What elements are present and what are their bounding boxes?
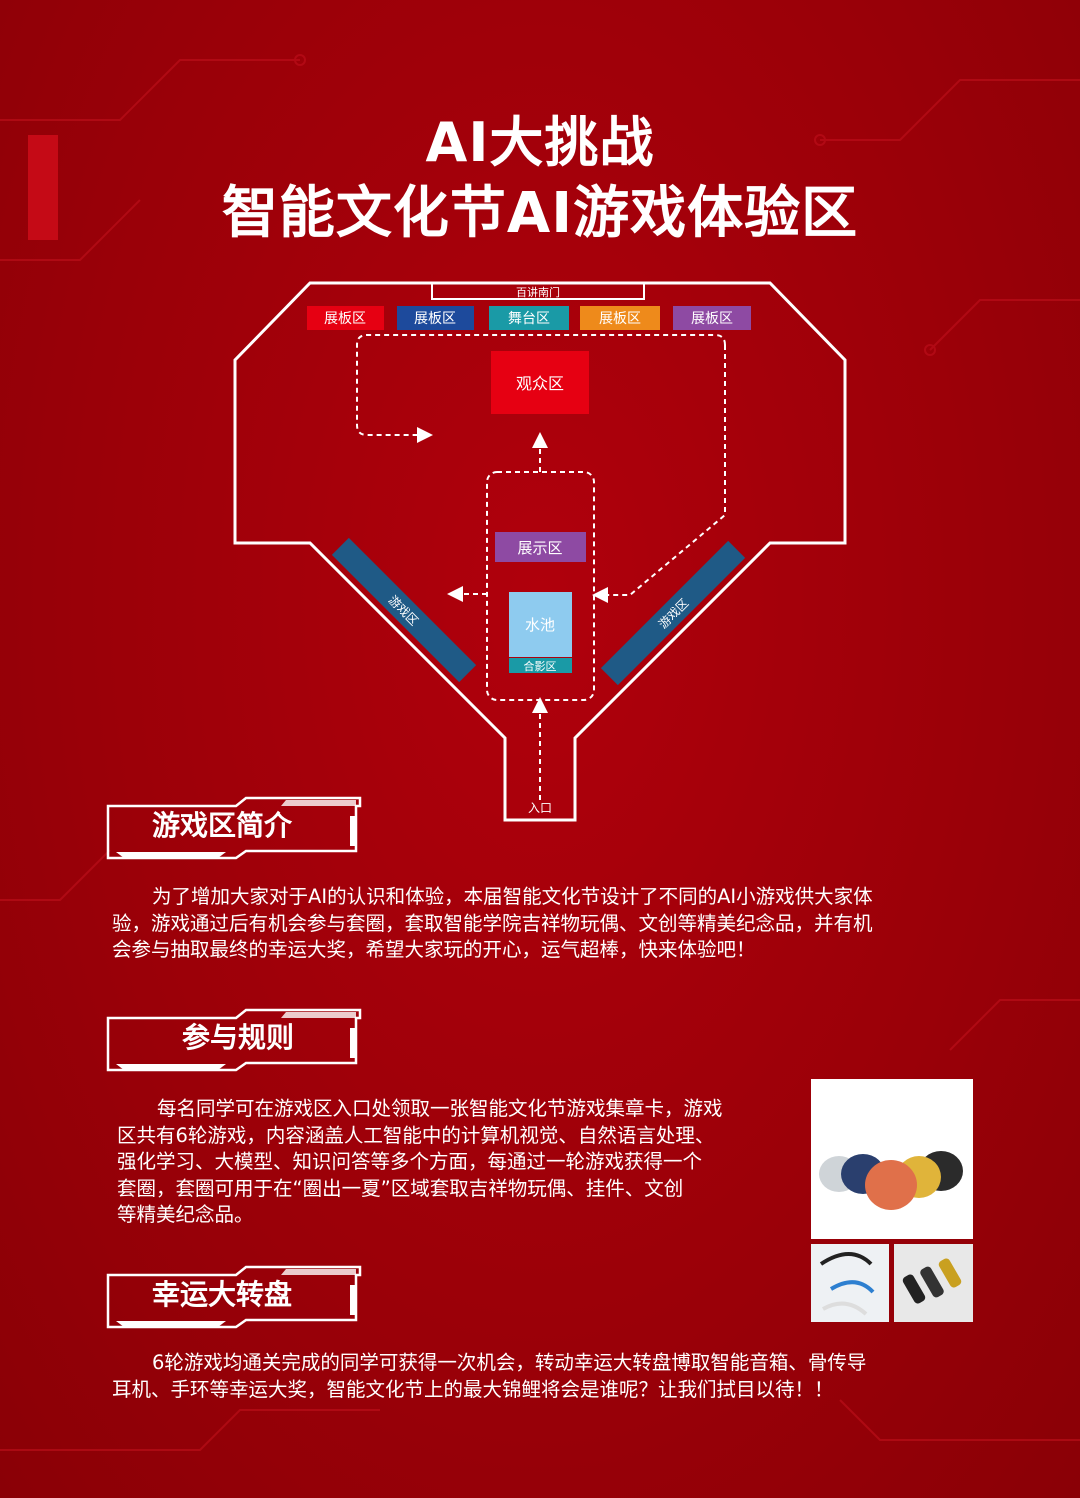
pool-zone <box>509 592 572 657</box>
zone-stage <box>489 306 569 330</box>
section-header-intro: 游戏区简介 <box>106 796 364 860</box>
lucky-wheel-paragraph: 6轮游戏均通关完成的同学可获得一次机会，转动幸运大转盘博取智能音箱、骨传导 耳机… <box>112 1350 866 1403</box>
section-title: 幸运大转盘 <box>152 1278 293 1311</box>
bone-conduction-headphones-photo <box>811 1244 889 1322</box>
title-line-1: AI大挑战 <box>425 111 655 174</box>
zone-label: 展板区 <box>414 311 456 327</box>
text-line: 强化学习、大模型、知识问答等多个方面，每通过一轮游戏获得一个 <box>117 1150 703 1173</box>
top-zones: 展板区 展板区 舞台区 展板区 展板区 <box>307 306 751 330</box>
decor-bar <box>28 135 58 240</box>
zone-board-4 <box>673 306 751 330</box>
photo-zone <box>509 658 572 673</box>
text-line: 6轮游戏均通关完成的同学可获得一次机会，转动幸运大转盘博取智能音箱、骨传导 <box>152 1351 867 1374</box>
intro-paragraph: 为了增加大家对于AI的认识和体验，本届智能文化节设计了不同的AI小游戏供大家体 … <box>112 884 873 964</box>
route-paths <box>356 334 726 800</box>
text-line: 为了增加大家对于AI的认识和体验，本届智能文化节设计了不同的AI小游戏供大家体 <box>152 885 873 908</box>
section-header-rules: 参与规则 <box>106 1008 364 1072</box>
zone-board-3 <box>580 306 660 330</box>
text-line: 会参与抽取最终的幸运大奖，希望大家玩的开心，运气超棒，快来体验吧！ <box>112 938 756 961</box>
pool-label: 水池 <box>525 616 555 634</box>
section-title: 参与规则 <box>182 1021 295 1054</box>
text-line: 耳机、手环等幸运大奖，智能文化节上的最大锦鲤将会是谁呢？让我们拭目以待！！ <box>112 1377 834 1401</box>
smart-speakers-photo <box>811 1079 973 1239</box>
text-line: 验，游戏通过后有机会参与套圈，套取智能学院吉祥物玩偶、文创等精美纪念品，并有机 <box>112 911 873 935</box>
gate-label: 百讲南门 <box>516 285 560 299</box>
entrance-label: 入口 <box>528 801 552 815</box>
display-zone <box>495 532 586 562</box>
zone-label: 舞台区 <box>508 311 550 327</box>
text-line: 套圈，套圈可用于在“圈出一夏”区域套取吉祥物玩偶、挂件、文创 <box>117 1176 684 1200</box>
zone-label: 展板区 <box>691 311 733 327</box>
zone-board-1 <box>307 306 384 330</box>
zone-board-2 <box>397 306 474 330</box>
game-zone-left: 游戏区 <box>331 537 477 683</box>
section-title: 游戏区简介 <box>152 809 293 842</box>
zone-label: 展板区 <box>324 311 366 327</box>
audience-zone <box>491 351 589 414</box>
venue-map: 百讲南门 展板区 展板区 舞台区 展板区 展板区 观众区 展示区 水池 合影区 … <box>233 281 847 822</box>
gate: 百讲南门 <box>431 282 645 300</box>
text-line: 等精美纪念品。 <box>117 1203 254 1226</box>
zone-label: 展板区 <box>599 311 641 327</box>
title-line-2: 智能文化节AI游戏体验区 <box>221 181 859 246</box>
rules-paragraph: 每名同学可在游戏区入口处领取一张智能文化节游戏集章卡，游戏 区共有6轮游戏，内容… <box>117 1096 723 1229</box>
display-label: 展示区 <box>517 539 562 557</box>
text-line: 区共有6轮游戏，内容涵盖人工智能中的计算机视觉、自然语言处理、 <box>117 1123 715 1147</box>
section-header-lucky-wheel: 幸运大转盘 <box>106 1265 364 1329</box>
audience-label: 观众区 <box>516 374 564 393</box>
text-line: 每名同学可在游戏区入口处领取一张智能文化节游戏集章卡，游戏 <box>157 1097 723 1120</box>
game-zone-right: 游戏区 <box>600 540 746 686</box>
venue-outline <box>233 281 847 822</box>
fitness-bands-photo <box>894 1244 973 1322</box>
photo-label: 合影区 <box>524 659 557 673</box>
